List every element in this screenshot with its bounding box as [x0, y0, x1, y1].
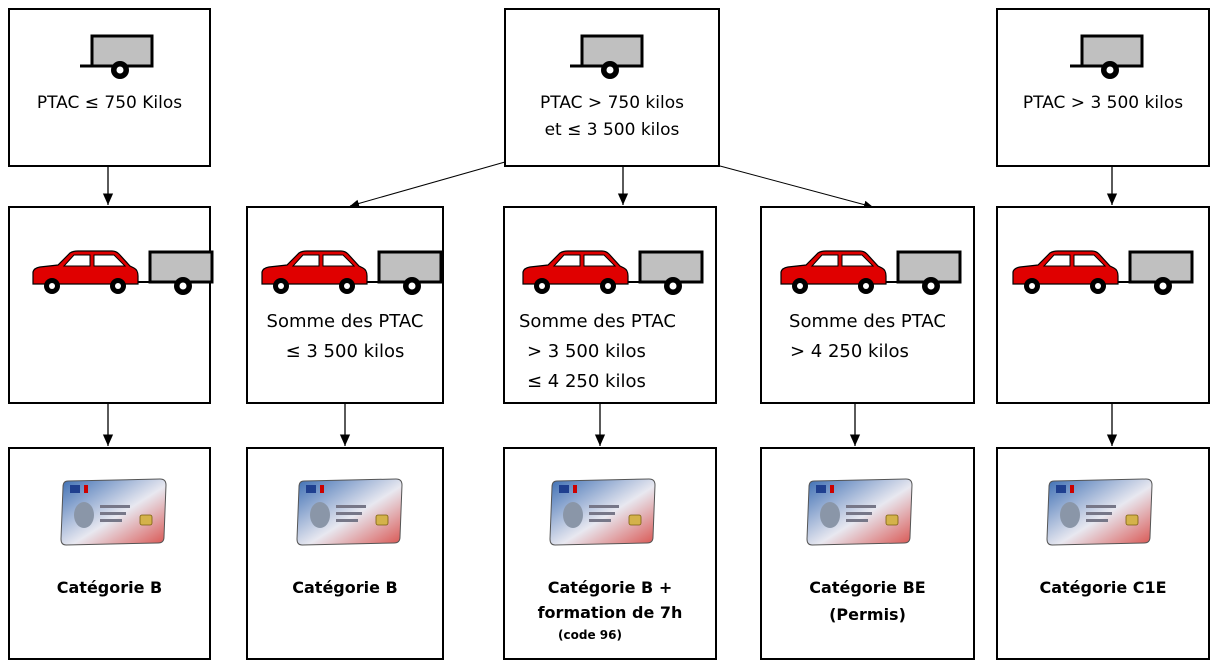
bottom-box-2: Catégorie B: [246, 447, 444, 660]
middle-box-5: [996, 206, 1210, 404]
bottom-box-1: Catégorie B: [8, 447, 211, 660]
middle-box-label-line2: > 3 500 kilos: [527, 341, 646, 362]
category-code-label: (code 96): [558, 628, 622, 642]
category-label: Catégorie C1E: [1039, 578, 1167, 597]
category-label-line1: Catégorie B +: [547, 578, 673, 597]
top-box-ptac-3500: PTAC > 3 500 kilos: [996, 8, 1210, 167]
top-box-label-line1: PTAC > 750 kilos: [540, 93, 684, 113]
middle-box-label-line2: > 4 250 kilos: [790, 341, 909, 362]
car-with-trailer-icon: [32, 250, 214, 295]
category-label-line1: Catégorie BE: [809, 578, 926, 597]
middle-box-3: Somme des PTAC > 3 500 kilos ≤ 4 250 kil…: [503, 206, 717, 404]
top-box-label: PTAC ≤ 750 Kilos: [36, 93, 183, 113]
trailer-icon: [570, 34, 644, 79]
driving-licence-card-icon: [296, 478, 403, 546]
middle-box-label-line3: ≤ 4 250 kilos: [527, 371, 646, 392]
driving-licence-card-icon: [60, 478, 167, 546]
middle-box-2: Somme des PTAC ≤ 3 500 kilos: [246, 206, 444, 404]
middle-box-1: [8, 206, 214, 404]
bottom-box-4: Catégorie BE (Permis): [760, 447, 975, 660]
arrow: [349, 161, 506, 208]
car-with-trailer-icon: [1012, 250, 1194, 295]
category-label: Catégorie B: [292, 578, 398, 597]
middle-box-label-line2: ≤ 3 500 kilos: [285, 341, 405, 362]
car-with-trailer-icon: [780, 250, 962, 295]
middle-box-label-line1: Somme des PTAC: [266, 311, 424, 332]
driving-licence-card-icon: [549, 478, 656, 546]
top-box-ptac-750: PTAC ≤ 750 Kilos: [8, 8, 211, 167]
bottom-box-3: Catégorie B + formation de 7h (code 96): [503, 447, 717, 660]
middle-box-label-line1: Somme des PTAC: [789, 311, 946, 332]
arrow: [719, 165, 874, 209]
middle-box-label-line1: Somme des PTAC: [519, 311, 676, 332]
driving-licence-card-icon: [1046, 478, 1153, 546]
middle-box-4: Somme des PTAC > 4 250 kilos: [760, 206, 975, 404]
category-label-line2: formation de 7h: [537, 603, 683, 622]
top-box-label: PTAC > 3 500 kilos: [1022, 93, 1184, 113]
category-code: (code 96): [505, 627, 715, 643]
car-with-trailer-icon: [261, 250, 443, 295]
trailer-icon: [1070, 34, 1144, 79]
trailer-icon: [80, 34, 154, 79]
car-with-trailer-icon: [522, 250, 704, 295]
category-label-line2: (Permis): [829, 605, 906, 624]
bottom-box-5: Catégorie C1E: [996, 447, 1210, 660]
top-box-ptac-750-3500: PTAC > 750 kilos et ≤ 3 500 kilos: [504, 8, 720, 167]
driving-licence-card-icon: [806, 478, 913, 546]
top-box-label-line2: et ≤ 3 500 kilos: [544, 120, 680, 140]
category-label: Catégorie B: [56, 578, 163, 597]
